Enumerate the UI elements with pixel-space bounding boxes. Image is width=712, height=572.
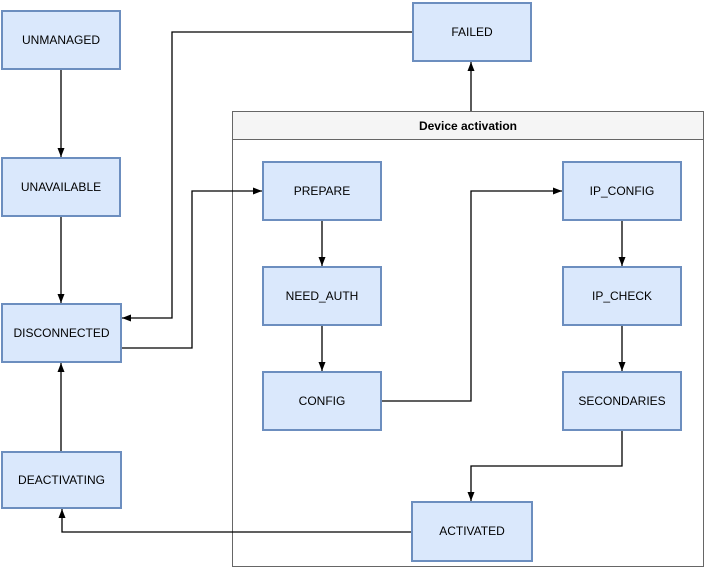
state-node-label: UNAVAILABLE [20,179,102,194]
state-node-ip_config: IP_CONFIG [562,161,682,221]
state-node-label: SECONDARIES [578,393,666,408]
device-activation-title: Device activation [418,118,518,133]
device-activation-header: Device activation [233,112,703,140]
state-node-label: FAILED [451,24,493,39]
state-node-activated: ACTIVATED [411,501,533,562]
state-node-label: NEED_AUTH [285,288,359,303]
state-node-label: DISCONNECTED [13,325,110,340]
state-node-prepare: PREPARE [262,161,382,221]
state-node-unmanaged: UNMANAGED [1,10,121,70]
state-node-deactivating: DEACTIVATING [1,451,122,509]
state-node-unavailable: UNAVAILABLE [1,157,121,217]
state-node-ip_check: IP_CHECK [562,266,682,326]
state-node-failed: FAILED [412,2,532,62]
state-node-label: CONFIG [298,393,346,408]
state-node-config: CONFIG [262,371,382,431]
state-node-need_auth: NEED_AUTH [262,266,382,326]
state-node-label: PREPARE [293,183,351,198]
state-node-secondaries: SECONDARIES [562,371,682,431]
state-node-label: DEACTIVATING [18,472,105,487]
state-node-label: UNMANAGED [21,32,100,47]
state-node-label: ACTIVATED [439,524,505,539]
state-node-label: IP_CHECK [591,288,653,303]
state-node-label: IP_CONFIG [589,183,655,198]
state-node-disconnected: DISCONNECTED [1,303,122,363]
